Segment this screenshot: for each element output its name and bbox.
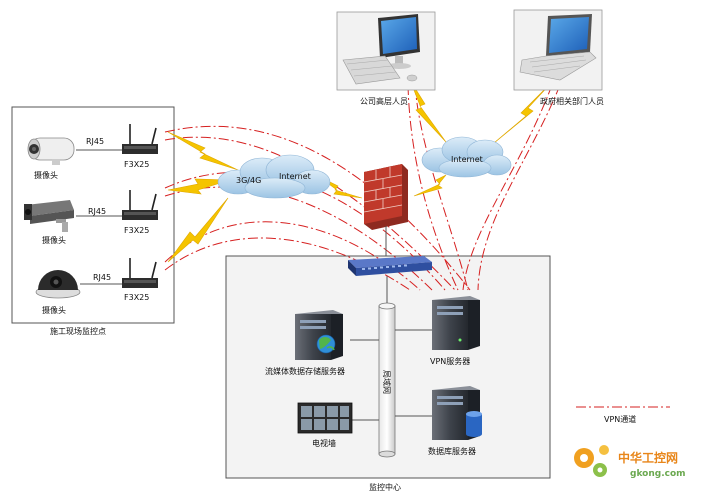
- tv-wall-icon: [297, 402, 353, 434]
- db-server-label: 数据库服务器: [428, 446, 476, 456]
- media-server-label: 流媒体数据存储服务器: [265, 366, 345, 376]
- vpn-server-icon: [432, 296, 480, 350]
- watermark-logo: 中华工控网 gkong.com: [574, 445, 686, 479]
- lan-label: 局域网: [382, 370, 392, 394]
- company-user-label: 公司高层人员: [360, 96, 408, 106]
- rj45-label: RJ45: [93, 273, 111, 282]
- camera-label: 摄像头: [34, 170, 58, 180]
- cloud-left-label2: Internet: [279, 172, 311, 181]
- media-server-icon: [295, 310, 343, 360]
- tv-wall-label: 电视墙: [312, 438, 336, 448]
- legend-vpn-label: VPN通道: [604, 414, 636, 424]
- router-icon: [122, 190, 158, 220]
- government-user-label: 政府相关部门人员: [540, 96, 604, 106]
- lightning-icon: [487, 81, 553, 149]
- cloud-right-label: Internet: [451, 155, 483, 164]
- camera-label: 摄像头: [42, 305, 66, 315]
- watermark-cn: 中华工控网: [618, 450, 678, 465]
- lan-backbone: [378, 302, 396, 458]
- database-icon: [466, 411, 482, 437]
- cloud-left: [217, 154, 331, 199]
- center-links: [350, 329, 432, 421]
- cloud-left-label: 3G/4G: [236, 176, 261, 185]
- gear-icon: [574, 445, 609, 477]
- lightning-icon: [413, 174, 447, 197]
- router-label: F3X25: [124, 160, 149, 169]
- rj45-label: RJ45: [88, 207, 106, 216]
- router-label: F3X25: [124, 293, 149, 302]
- dome-camera-icon: [35, 270, 81, 299]
- legend: VPN通道: [576, 406, 670, 424]
- router-icon: [122, 258, 158, 288]
- camera-label: 摄像头: [42, 235, 66, 245]
- switch-icon: [348, 256, 432, 276]
- box-camera-icon: [24, 200, 74, 232]
- laptop-icon: [513, 9, 603, 91]
- vpn-server-label: VPN服务器: [430, 356, 470, 366]
- bullet-camera-icon: [27, 137, 75, 165]
- watermark-en: gkong.com: [630, 469, 686, 479]
- firewall-icon: [363, 164, 408, 230]
- globe-icon: [316, 334, 336, 354]
- lightning-icon: [167, 197, 229, 263]
- rj45-label: RJ45: [86, 137, 104, 146]
- center-caption: 监控中心: [369, 482, 401, 492]
- site-caption: 施工现场监控点: [50, 326, 106, 336]
- desktop-pc-icon: [336, 11, 436, 91]
- router-icon: [122, 124, 158, 154]
- router-label: F3X25: [124, 226, 149, 235]
- cloud-right: [421, 136, 512, 178]
